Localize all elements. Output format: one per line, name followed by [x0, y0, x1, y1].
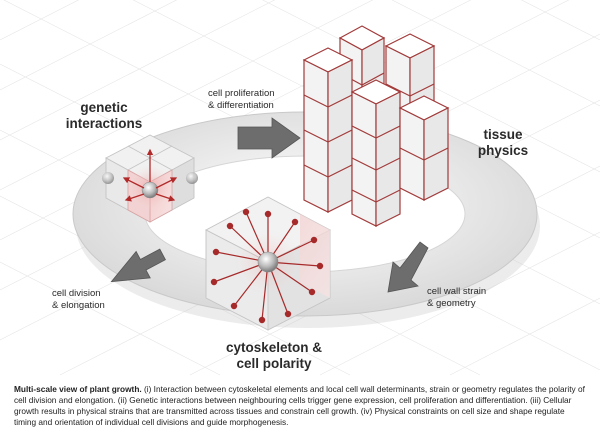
- cytoskeleton-cube: [205, 196, 331, 331]
- caption-title: Multi-scale view of plant growth.: [14, 384, 142, 394]
- arrow-proliferation-icon: [237, 117, 301, 159]
- label-cytoskeleton: cytoskeleton & cell polarity: [214, 340, 334, 372]
- label-cell-division: cell division & elongation: [52, 288, 152, 312]
- label-cell-proliferation: cell proliferation & differentiation: [208, 88, 328, 112]
- label-cytoskeleton-line2: cell polarity: [236, 356, 312, 371]
- label-tissue-physics: tissue physics: [458, 127, 548, 159]
- label-division-line2: & elongation: [52, 300, 105, 311]
- label-strain-line1: cell wall strain: [427, 286, 487, 297]
- label-cytoskeleton-line1: cytoskeleton &: [225, 340, 323, 355]
- arrow-division-icon: [110, 248, 166, 283]
- genetic-interactions-cubes: [102, 134, 198, 223]
- label-proliferation-line1: cell proliferation: [208, 88, 275, 99]
- arrow-strain-icon: [387, 241, 429, 293]
- label-cell-wall-strain: cell wall strain & geometry: [427, 286, 537, 310]
- label-tissue-line1: tissue: [483, 127, 523, 142]
- figure-caption: Multi-scale view of plant growth. (i) In…: [14, 384, 588, 428]
- label-proliferation-line2: & differentiation: [208, 100, 274, 111]
- label-genetic-line2: interactions: [65, 116, 143, 131]
- caption-body: (i) Interaction between cytoskeletal ele…: [14, 384, 585, 427]
- label-division-line1: cell division: [52, 288, 101, 299]
- label-genetic-line1: genetic: [80, 100, 128, 115]
- label-tissue-line2: physics: [477, 143, 529, 158]
- label-strain-line2: & geometry: [427, 298, 476, 309]
- tissue-physics-stacks: [302, 25, 450, 227]
- label-genetic-interactions: genetic interactions: [44, 100, 164, 132]
